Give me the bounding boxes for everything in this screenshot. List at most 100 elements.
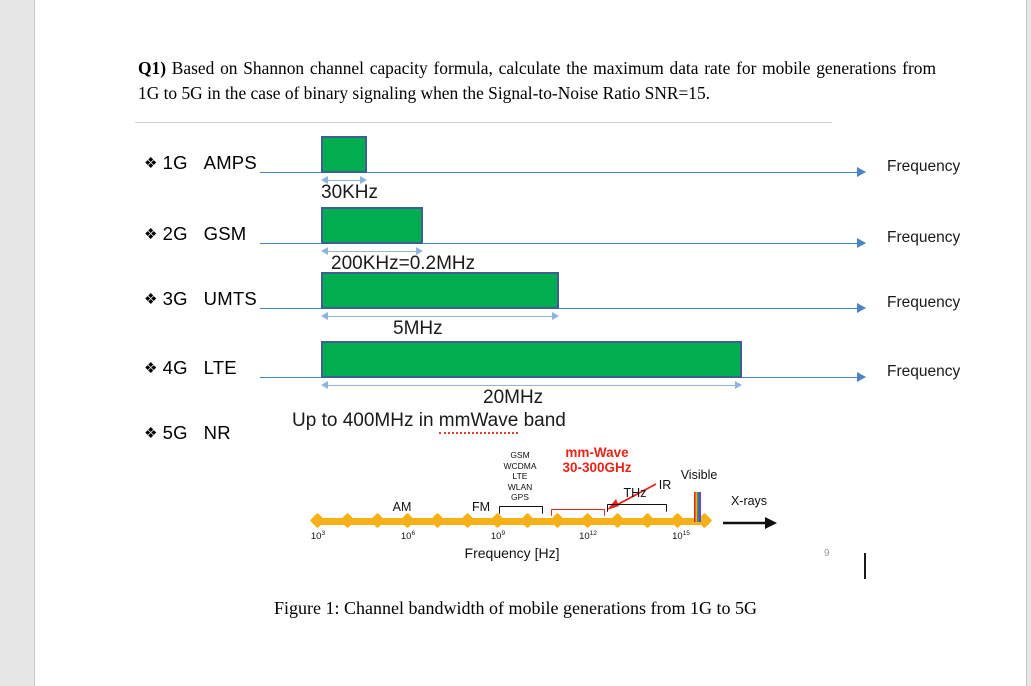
generation-label-5g: ❖5G NR (144, 422, 231, 444)
nr-bandwidth-note: Up to 400MHz in mmWave band (292, 410, 566, 434)
spectrum-bracket-thz (607, 504, 667, 512)
spectrum-tick (639, 512, 656, 529)
spectrum-tick (339, 512, 356, 529)
generation-name: 3G (162, 288, 188, 309)
generation-tech: UMTS (203, 288, 257, 309)
spectrum-tick (369, 512, 386, 529)
frequency-axis-2g (260, 238, 882, 250)
bandwidth-value-3g: 5MHz (393, 318, 443, 339)
axis-line (260, 308, 865, 310)
bandwidth-value-1g: 30KHz (321, 182, 379, 203)
text-cursor-caret (864, 553, 866, 579)
measure-arrow-left-icon (321, 381, 328, 389)
spectrum-tick (519, 512, 536, 529)
spectrum-tick-label: 103 (311, 530, 325, 542)
spectrum-band-cellular-stack: GSM WCDMA LTE WLAN GPS (503, 450, 536, 503)
generation-row-1g: ❖1G AMPS Frequency 30KHz (135, 132, 960, 203)
generation-tech: NR (203, 422, 231, 443)
spectrum-tick (489, 512, 506, 529)
stack-item-wlan: WLAN (507, 481, 533, 492)
spectrum-tick-label: 1012 (579, 530, 597, 542)
bandwidth-measure-2g (321, 247, 423, 256)
question-label: Q1) (138, 58, 167, 78)
measure-arrow-right-icon (360, 176, 367, 184)
generation-tech: GSM (203, 223, 247, 244)
page-number: 9 (824, 548, 830, 559)
spectrum-tick-label: 1015 (672, 530, 690, 542)
tick-base: 10 (672, 531, 683, 543)
tick-exponent: 12 (589, 530, 597, 537)
spectrum-band-thz: THz (623, 486, 647, 500)
spectrum-band-am: AM (392, 500, 412, 514)
bullet-icon: ❖ (144, 425, 158, 442)
generation-label-1g: ❖1G AMPS (144, 152, 257, 174)
nr-note-spellcheck-word: mmWave (438, 410, 519, 434)
generation-row-2g: ❖2G GSM Frequency 200KHz=0.2MHz (135, 203, 960, 274)
stack-item-wcdma: WCDMA (503, 460, 537, 471)
frequency-axis-label-2g: Frequency (887, 229, 961, 246)
frequency-axis-3g (260, 303, 882, 315)
bandwidth-value-4g: 20MHz (483, 387, 544, 408)
generation-tech: LTE (203, 357, 237, 378)
measure-line (325, 180, 363, 182)
measure-arrow-right-icon (416, 247, 423, 255)
bandwidth-bar-2g (321, 207, 423, 244)
generation-label-2g: ❖2G GSM (144, 223, 246, 245)
xray-direction-arrow-icon (723, 517, 777, 529)
bullet-icon: ❖ (144, 360, 158, 377)
measure-line (325, 385, 738, 387)
axis-line (260, 243, 865, 245)
generation-tech: AMPS (203, 152, 257, 173)
tick-exponent: 6 (411, 530, 416, 537)
spectrum-tick (309, 512, 326, 529)
bandwidth-measure-4g (321, 381, 742, 390)
frequency-axis-label-1g: Frequency (887, 158, 961, 175)
figure-caption: Figure 1: Channel bandwidth of mobile ge… (274, 598, 757, 618)
measure-arrow-left-icon (321, 247, 328, 255)
measure-line (325, 251, 419, 253)
question-text: Based on Shannon channel capacity formul… (138, 58, 936, 103)
spectrum-tick-label: 106 (401, 530, 415, 542)
measure-arrow-left-icon (321, 176, 328, 184)
frequency-axis-1g (260, 167, 882, 179)
generation-name: 5G (162, 422, 188, 443)
spectrum-tick (669, 512, 686, 529)
bullet-icon: ❖ (144, 291, 158, 308)
generation-label-3g: ❖3G UMTS (144, 288, 257, 310)
tick-exponent: 9 (501, 530, 506, 537)
question-paragraph: Q1) Based on Shannon channel capacity fo… (138, 56, 936, 106)
axis-arrowhead-icon (857, 167, 866, 177)
bandwidth-bar-3g (321, 272, 559, 309)
tick-base: 10 (490, 531, 502, 543)
stack-item-gsm: GSM (510, 450, 530, 460)
bandwidth-value-2g: 200KHz=0.2MHz (331, 253, 476, 274)
bandwidth-measure-1g (321, 176, 367, 185)
spectrum-tick (429, 512, 446, 529)
spectrum-band-ir: IR (658, 478, 672, 492)
generation-name: 4G (162, 357, 188, 378)
measure-arrow-right-icon (735, 381, 742, 389)
measure-arrow-right-icon (552, 312, 559, 320)
axis-arrowhead-icon (857, 372, 866, 382)
nr-note-suffix: band (518, 410, 566, 431)
em-spectrum-chart: 103 106 109 1012 1015 AM FM GSM WCDMA LT… (305, 442, 777, 567)
bullet-icon: ❖ (144, 226, 158, 243)
spectrum-band-visible: Visible (680, 468, 718, 482)
spectrum-band-xrays: X-rays (730, 494, 768, 508)
spectrum-bracket-mmwave (551, 509, 605, 516)
spectrum-tick-label: 109 (491, 530, 505, 542)
stack-item-gps: GPS (511, 492, 529, 502)
document-page: Q1) Based on Shannon channel capacity fo… (34, 0, 1027, 686)
tick-base: 10 (310, 531, 322, 543)
generation-name: 1G (162, 152, 188, 173)
spectrum-axis-label: Frequency [Hz] (464, 545, 560, 561)
stack-item-lte: LTE (512, 471, 528, 481)
generation-name: 2G (162, 223, 188, 244)
axis-arrowhead-icon (857, 238, 866, 248)
spectrum-tick (459, 512, 476, 529)
tick-exponent: 3 (321, 530, 326, 537)
spectrum-tick (609, 512, 626, 529)
bullet-icon: ❖ (144, 155, 158, 172)
